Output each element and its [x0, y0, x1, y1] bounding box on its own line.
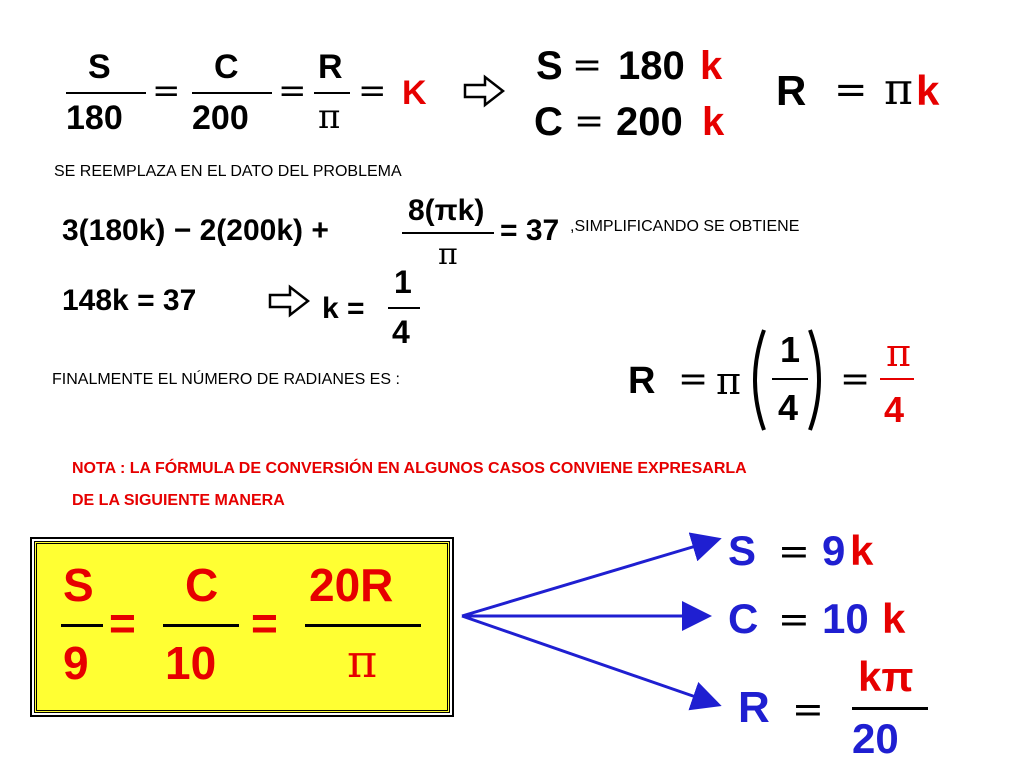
- frac-bar: [314, 92, 350, 94]
- s-coef: 180: [618, 44, 685, 88]
- result-r-num: kπ: [858, 653, 914, 700]
- equals-sign: =: [834, 67, 868, 113]
- box-c-den: 10: [165, 637, 217, 689]
- frac-c-num: C: [214, 48, 239, 86]
- frac-bar: [388, 307, 420, 309]
- note-line-2: DE LA SIGUIENTE MANERA: [72, 492, 285, 509]
- equals-sign: =: [358, 71, 387, 111]
- equals-sign: =: [109, 597, 136, 649]
- substitution-right: = 37: [500, 214, 560, 247]
- frac-num: 1: [394, 264, 412, 300]
- result-r-var: R: [738, 683, 770, 732]
- arrow-to-s-icon: [461, 532, 722, 618]
- step-label-replace: SE REEMPLAZA EN EL DATO DEL PROBLEMA: [54, 163, 402, 180]
- note-line-1: NOTA : LA FÓRMULA DE CONVERSIÓN EN ALGUN…: [72, 460, 747, 477]
- result-s-var: S: [728, 527, 757, 574]
- r-k: k: [916, 67, 940, 114]
- result-c-k: k: [882, 595, 906, 642]
- frac-bar: [305, 624, 421, 627]
- frac-num: 1: [780, 329, 801, 370]
- equals-sign: =: [778, 529, 810, 573]
- s-k: k: [700, 44, 723, 88]
- equals-sign: =: [572, 45, 603, 86]
- frac-c-den: 200: [192, 99, 249, 137]
- arrow-to-r-icon: [461, 614, 722, 711]
- frac-bar: [66, 92, 146, 94]
- result-s-num: 9: [822, 527, 846, 574]
- c-var: C: [534, 100, 563, 144]
- k-equals: k =: [322, 292, 365, 325]
- pi-symbol: π: [884, 64, 913, 115]
- result-den: 4: [884, 389, 905, 430]
- implies-arrow-icon: [268, 284, 310, 318]
- frac-den: π: [438, 237, 458, 272]
- equals-sign: =: [678, 359, 709, 400]
- result-c-var: C: [728, 595, 759, 642]
- r-var: R: [776, 67, 807, 114]
- simplifying-label: ,SIMPLIFICANDO SE OBTIENE: [570, 218, 800, 235]
- frac-den: 4: [392, 314, 410, 350]
- highlighted-formula-box: S 9 = C 10 = 20R π: [34, 541, 450, 713]
- box-r-num: 20R: [309, 559, 394, 611]
- box-s-den: 9: [63, 637, 89, 689]
- implies-arrow-icon: [463, 74, 505, 108]
- equals-sign: =: [251, 597, 278, 649]
- equals-sign: =: [278, 71, 307, 111]
- parentheses: [753, 329, 821, 431]
- frac-bar: [880, 378, 914, 380]
- frac-s-den: 180: [66, 99, 123, 137]
- equals-sign: =: [778, 597, 810, 641]
- constant-k: K: [402, 74, 427, 112]
- equals-sign: =: [840, 359, 871, 400]
- result-s-k: k: [850, 527, 874, 574]
- result-c-num: 10: [822, 595, 869, 642]
- pi-symbol: π: [716, 359, 741, 403]
- frac-bar: [163, 624, 239, 627]
- box-r-den: π: [347, 634, 378, 688]
- solve-left: 148k = 37: [62, 284, 197, 317]
- equals-sign: =: [792, 687, 824, 731]
- r-var: R: [628, 360, 656, 402]
- frac-bar: [772, 378, 808, 380]
- frac-den: 4: [778, 387, 799, 428]
- equals-sign: =: [152, 71, 181, 111]
- step-label-final: FINALMENTE EL NÚMERO DE RADIANES ES :: [52, 371, 400, 388]
- frac-bar: [61, 624, 103, 627]
- frac-bar: [852, 707, 928, 710]
- frac-bar: [402, 232, 494, 234]
- substitution-left: 3(180k) − 2(200k) +: [62, 214, 329, 247]
- equals-sign: =: [574, 101, 605, 142]
- c-k: k: [702, 100, 725, 144]
- s-var: S: [536, 44, 563, 88]
- frac-r-den: π: [318, 97, 341, 137]
- box-c-num: C: [185, 559, 219, 611]
- frac-r-num: R: [318, 48, 343, 86]
- frac-s-num: S: [88, 48, 111, 86]
- result-r-den: 20: [852, 715, 899, 762]
- result-num: π: [886, 331, 911, 375]
- c-coef: 200: [616, 100, 683, 144]
- box-s-num: S: [63, 559, 94, 611]
- frac-num: 8(πk): [408, 194, 485, 227]
- frac-bar: [192, 92, 272, 94]
